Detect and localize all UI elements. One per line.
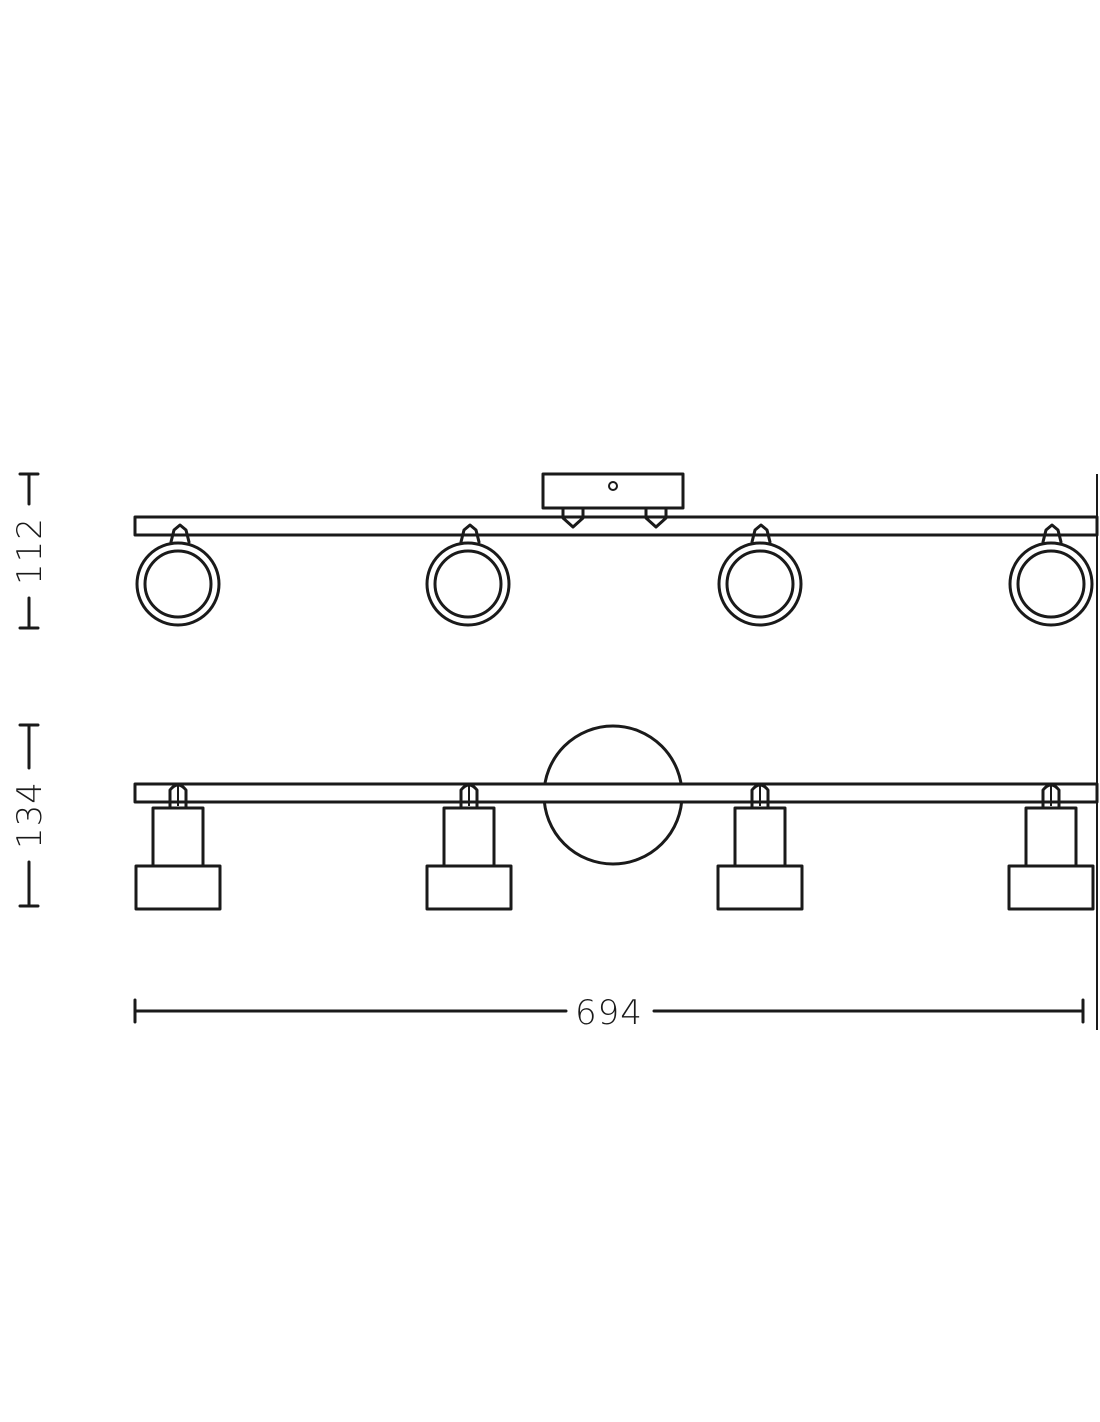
top-rail-bar <box>133 515 1099 537</box>
top-spotlight-4 <box>1008 523 1094 627</box>
dimension-694-label: 694 <box>575 993 643 1033</box>
dimension-694: 694 <box>133 993 1085 1033</box>
front-spotlight-3 <box>716 783 804 911</box>
front-view <box>133 724 1099 911</box>
top-mount-clip-right <box>644 506 668 529</box>
dimension-134-label: 134 <box>10 781 50 849</box>
dimension-112: 112 <box>10 472 50 630</box>
front-spotlight-1 <box>134 783 222 911</box>
front-spotlight-4 <box>1007 783 1095 911</box>
top-spotlight-2 <box>425 523 511 627</box>
front-rail-bar <box>133 782 1099 804</box>
front-spotlight-2 <box>425 783 513 911</box>
top-spotlight-1 <box>135 523 221 627</box>
top-spotlight-3 <box>717 523 803 627</box>
dimension-134: 134 <box>10 723 50 908</box>
top-view <box>133 472 1099 627</box>
dimension-112-label: 112 <box>10 517 50 585</box>
top-mount-clip-left <box>561 506 585 529</box>
top-mount-box <box>541 472 685 510</box>
top-mount-screw-hole <box>608 481 618 491</box>
